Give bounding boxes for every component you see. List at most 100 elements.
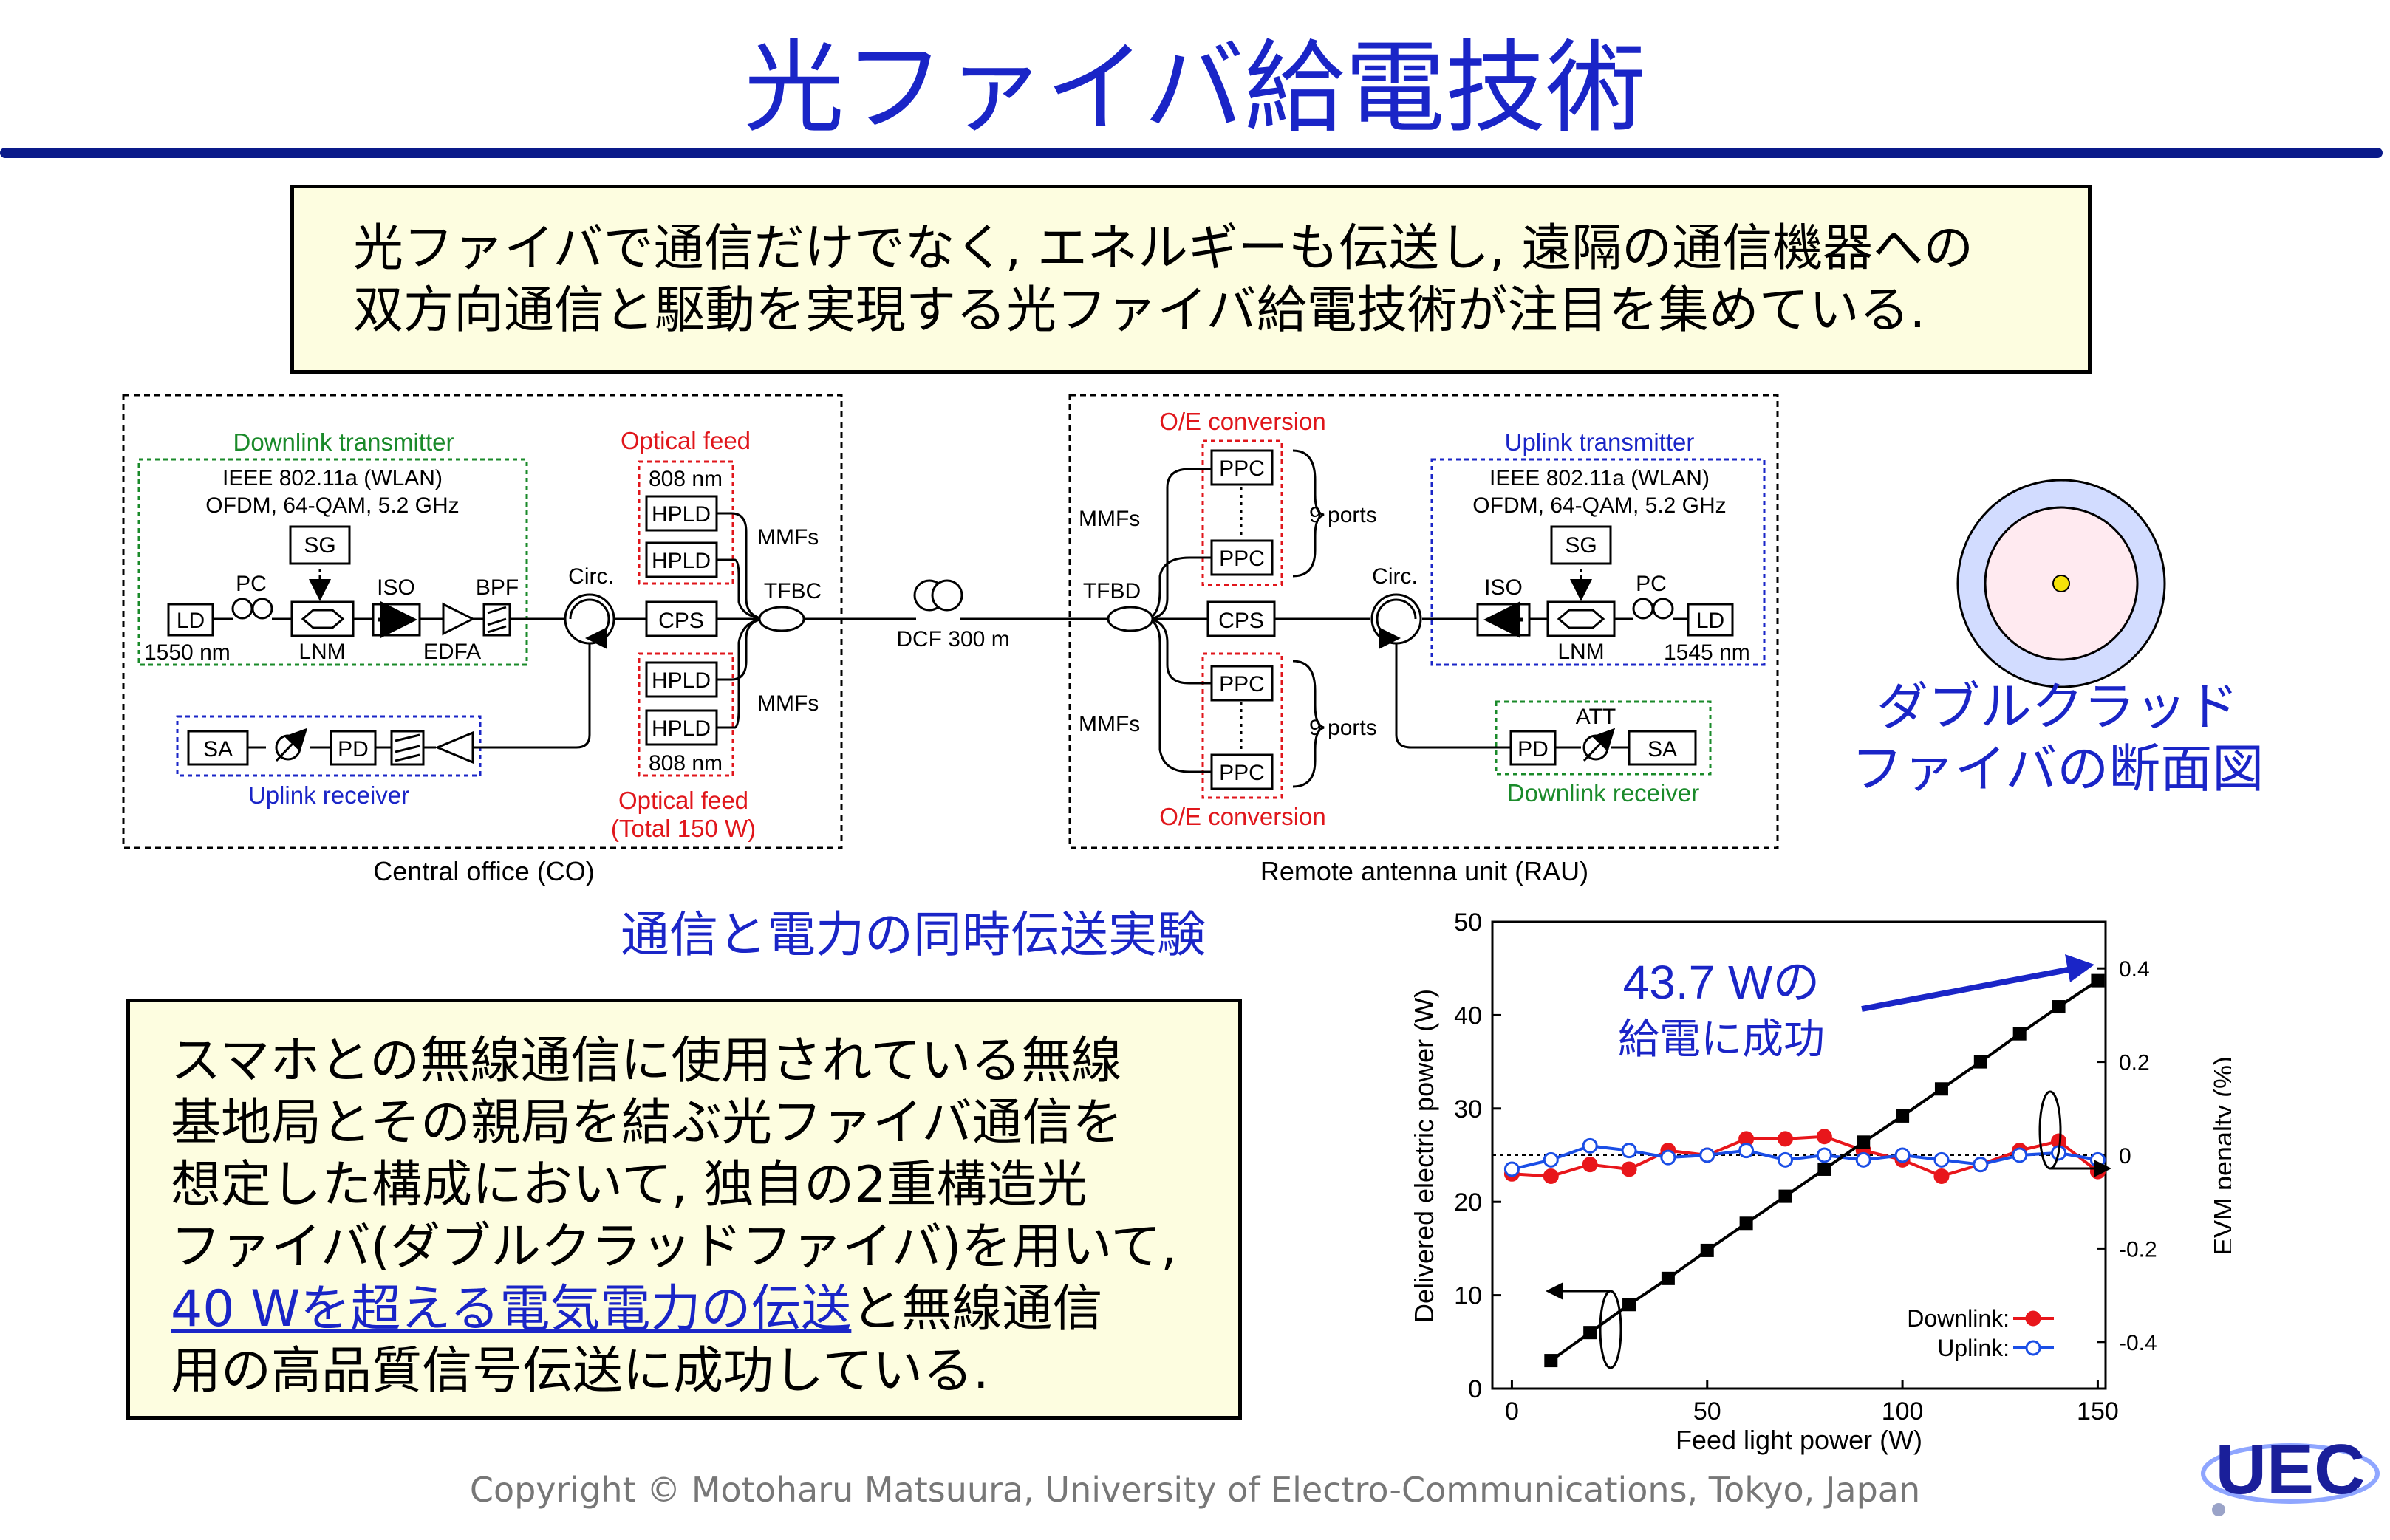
- power-point: [1544, 1354, 1558, 1368]
- detail-line: 想定した構成において, 独自の2重構造光: [171, 1156, 1088, 1214]
- ld-up-label: LD: [1696, 609, 1724, 633]
- oe-bottom-title: O/E conversion: [1159, 803, 1326, 830]
- optical-feed-top-box: [638, 460, 734, 585]
- evm-point-1: [1582, 1137, 1598, 1154]
- power-point: [1583, 1326, 1597, 1340]
- power-point: [2052, 1000, 2066, 1014]
- detail-line: 用の高品質信号伝送に成功している.: [171, 1342, 989, 1400]
- y-tick-label: 30: [1454, 1095, 1482, 1123]
- sa-co-label: SA: [203, 737, 233, 762]
- logo-orbit: [2201, 1443, 2380, 1504]
- evm-point-1: [1543, 1151, 1559, 1168]
- pc-down-label: PC: [236, 572, 267, 596]
- legend-label: Downlink:: [1907, 1305, 2010, 1332]
- sg-up-box: [1550, 525, 1612, 565]
- x-tick-label: 0: [1505, 1397, 1519, 1426]
- lnm-down-label: LNM: [298, 640, 345, 664]
- y-tick-label: 10: [1454, 1282, 1482, 1310]
- optical-feed-bottom-title: Optical feed: [618, 787, 748, 814]
- fiber-caption-line: ダブルクラッド: [1877, 677, 2239, 737]
- experiment-caption: 通信と電力の同時伝送実験: [621, 906, 1206, 963]
- summary-box: 光ファイバで通信だけでなく, エネルギーも伝送し, 遠隔の通信機器への 双方向通…: [290, 185, 2092, 374]
- pd-co-label: PD: [338, 737, 369, 762]
- ppc-2-box: [1210, 539, 1274, 576]
- lnm-up-label: LNM: [1557, 640, 1604, 664]
- chart-y2label: EVM penalty (%): [2208, 1056, 2231, 1256]
- uplink-rx-box: [176, 715, 482, 777]
- circulator-co: [564, 593, 615, 645]
- cps-rau-box: [1206, 600, 1276, 637]
- legend-marker: [2025, 1310, 2041, 1327]
- power-point: [1817, 1162, 1831, 1176]
- tfbd-coupler: [1107, 606, 1154, 632]
- fiber-caption: ダブルクラッド ファイバの断面図: [1832, 676, 2283, 800]
- cps-co-label: CPS: [658, 609, 704, 633]
- annotation-arrowhead: [2065, 954, 2094, 982]
- axis-indicator-left: [1599, 1290, 1622, 1369]
- evm-point-1: [1777, 1151, 1793, 1168]
- dcf-label: DCF 300 m: [896, 627, 1009, 651]
- amp-co-triangle: [434, 730, 474, 764]
- evm-point-1: [1973, 1157, 1989, 1173]
- chart-legend: Downlink: Uplink:: [1907, 1305, 2054, 1361]
- ppc-3-label: PPC: [1219, 672, 1265, 697]
- detail-line-rest: と無線通信: [851, 1280, 1103, 1338]
- uplink-tx-box: [1430, 458, 1766, 666]
- evm-point-1: [1894, 1147, 1911, 1163]
- mmfs-co-bottom-label: MMFs: [757, 691, 819, 716]
- power-point: [1934, 1082, 1948, 1096]
- power-point: [1896, 1109, 1910, 1123]
- ports-bottom-label: 9 ports: [1309, 716, 1377, 740]
- downlink-rx-title: Downlink receiver: [1507, 779, 1699, 807]
- iso-down-label: ISO: [377, 575, 415, 600]
- title-underline: [0, 148, 2383, 158]
- fiber-caption-line: ファイバの断面図: [1851, 739, 2264, 799]
- ld-down-box: [167, 603, 214, 637]
- hpld-2-box: [645, 541, 718, 578]
- wlan-down-line2: OFDM, 64-QAM, 5.2 GHz: [205, 493, 459, 518]
- sg-down-box: [289, 525, 351, 565]
- power-point: [2091, 973, 2105, 988]
- chart-ylabel: Delivered electric power (W): [1409, 989, 1439, 1323]
- evm-point-0: [1582, 1157, 1598, 1173]
- hpld-2-label: HPLD: [652, 549, 711, 573]
- power-point: [1857, 1135, 1871, 1149]
- power-point: [1973, 1055, 1987, 1069]
- ppc-1-label: PPC: [1219, 456, 1265, 481]
- circ-co-label: Circ.: [568, 564, 614, 589]
- cps-rau-label: CPS: [1218, 609, 1264, 633]
- pc-up-coil-1: [1632, 598, 1654, 620]
- logo-dot: [2212, 1503, 2225, 1516]
- sa-rau-box: [1628, 730, 1697, 766]
- axis-indicator-left-head: [1546, 1282, 1563, 1300]
- ppc-4-label: PPC: [1219, 761, 1265, 785]
- hpld-3-label: HPLD: [652, 668, 711, 693]
- pc-coil-2: [251, 598, 273, 620]
- hpld-4-label: HPLD: [652, 716, 711, 741]
- oe-top-title: O/E conversion: [1159, 408, 1326, 435]
- optical-feed-bottom-box: [638, 652, 734, 777]
- evm-point-1: [2012, 1147, 2028, 1163]
- pd-rau-label: PD: [1517, 737, 1549, 762]
- summary-line: 双方向通信と駆動を実現する光ファイバ給電技術が注目を集めている.: [353, 281, 1926, 340]
- evm-point-0: [1621, 1161, 1637, 1177]
- axis-indicator-right-head: [2094, 1160, 2111, 1177]
- chart-marks: [1492, 973, 2106, 1368]
- pd-co-box: [330, 730, 377, 766]
- power-transmission-link[interactable]: 40 Wを超える電気電力の伝送: [171, 1280, 852, 1338]
- power-point: [1778, 1189, 1792, 1203]
- circ-rau-label: Circ.: [1372, 564, 1418, 589]
- evm-point-1: [1699, 1147, 1715, 1163]
- x-tick-label: 50: [1693, 1397, 1721, 1426]
- ppc-3-box: [1210, 665, 1274, 702]
- y2-tick-label: 0.4: [2119, 957, 2150, 982]
- annotation-arrow: [1861, 965, 2080, 1012]
- downlink-rx-box: [1495, 700, 1712, 776]
- legend-label: Uplink:: [1937, 1335, 2010, 1361]
- ld-up-box: [1687, 603, 1734, 637]
- oe-top-box: [1201, 439, 1283, 586]
- detail-line: スマホとの無線通信に使用されている無線: [171, 1032, 1122, 1090]
- co-label: Central office (CO): [373, 856, 594, 886]
- dcf-coil-2: [931, 579, 963, 612]
